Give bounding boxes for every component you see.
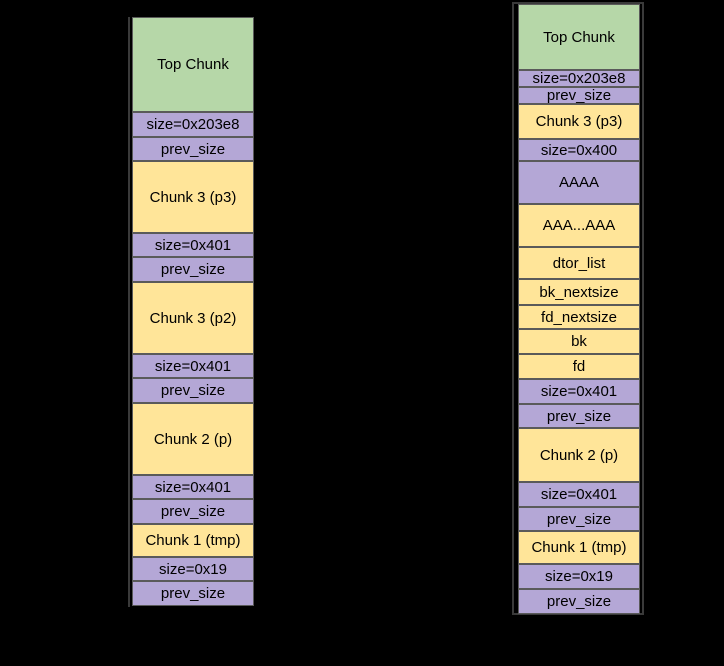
chunk-block-label: AAAA bbox=[558, 174, 600, 191]
chunk-block-label: prev_size bbox=[546, 593, 612, 610]
chunk-block-label: Chunk 1 (tmp) bbox=[531, 539, 627, 556]
chunk-block-label: Chunk 3 (p3) bbox=[535, 113, 623, 130]
chunk-block-label: prev_size bbox=[160, 382, 226, 399]
chunk-block-chunk-2-p: Chunk 2 (p) bbox=[518, 428, 640, 482]
chunk-block-size-0x400: size=0x400 bbox=[518, 139, 640, 161]
chunk-block-fd-nextsize: fd_nextsize bbox=[518, 305, 640, 329]
chunk-block-prev-size: prev_size bbox=[518, 87, 640, 104]
chunk-block-label: size=0x401 bbox=[540, 383, 618, 400]
chunk-block-prev-size: prev_size bbox=[132, 378, 254, 403]
chunk-block-label: size=0x203e8 bbox=[146, 116, 240, 133]
chunk-block-label: fd_nextsize bbox=[541, 308, 617, 326]
chunk-block-top-chunk: Top Chunk bbox=[132, 17, 254, 112]
chunk-block-label: Chunk 3 (p2) bbox=[149, 309, 237, 327]
chunk-block-size-0x203e8: size=0x203e8 bbox=[132, 112, 254, 137]
chunk-block-chunk-1-tmp: Chunk 1 (tmp) bbox=[518, 531, 640, 564]
chunk-block-label: size=0x401 bbox=[154, 357, 232, 375]
chunk-block-chunk-1-tmp: Chunk 1 (tmp) bbox=[132, 524, 254, 557]
chunk-block-size-0x203e8: size=0x203e8 bbox=[518, 70, 640, 87]
chunk-block-label: dtor_list bbox=[552, 254, 606, 272]
chunk-block-label: bk bbox=[571, 333, 587, 350]
chunk-block-size-0x19: size=0x19 bbox=[132, 557, 254, 581]
chunk-block-prev-size: prev_size bbox=[132, 257, 254, 282]
chunk-block-chunk-3-p3: Chunk 3 (p3) bbox=[518, 104, 640, 139]
chunk-block-label: prev_size bbox=[546, 510, 612, 528]
chunk-block-label: size=0x203e8 bbox=[532, 70, 626, 87]
chunk-block-label: AAA...AAA bbox=[542, 217, 616, 234]
chunk-block-fd: fd bbox=[518, 354, 640, 379]
chunk-block-label: Chunk 2 (p) bbox=[539, 446, 619, 464]
chunk-block-size-0x19: size=0x19 bbox=[518, 564, 640, 589]
chunk-block-label: Chunk 1 (tmp) bbox=[145, 532, 241, 549]
chunk-block-label: Chunk 2 (p) bbox=[153, 430, 233, 448]
chunk-block-label: prev_size bbox=[160, 503, 226, 520]
chunk-block-bk-nextsize: bk_nextsize bbox=[518, 279, 640, 305]
chunk-block-label: size=0x401 bbox=[154, 478, 232, 496]
chunk-block-label: prev_size bbox=[160, 585, 226, 602]
chunk-block-label: fd bbox=[572, 358, 586, 375]
chunk-block-dtor-list: dtor_list bbox=[518, 247, 640, 279]
chunk-block-chunk-3-p2: Chunk 3 (p2) bbox=[132, 282, 254, 354]
chunk-block-label: prev_size bbox=[160, 140, 226, 158]
chunk-block-size-0x401: size=0x401 bbox=[132, 475, 254, 499]
chunk-block-label: size=0x19 bbox=[159, 560, 227, 578]
chunk-block-size-0x401: size=0x401 bbox=[518, 379, 640, 404]
chunk-block-prev-size: prev_size bbox=[132, 137, 254, 161]
chunk-block-prev-size: prev_size bbox=[518, 507, 640, 531]
chunk-block-prev-size: prev_size bbox=[132, 581, 254, 606]
chunk-block-bk: bk bbox=[518, 329, 640, 354]
chunk-block-label: Chunk 3 (p3) bbox=[149, 188, 237, 206]
chunk-block-label: bk_nextsize bbox=[539, 283, 619, 301]
chunk-block-label: size=0x401 bbox=[540, 486, 618, 503]
chunk-block-size-0x401: size=0x401 bbox=[132, 354, 254, 378]
chunk-block-prev-size: prev_size bbox=[518, 404, 640, 428]
chunk-block-top-chunk: Top Chunk bbox=[518, 4, 640, 70]
chunk-block-aaa-aaa: AAA...AAA bbox=[518, 204, 640, 247]
chunk-block-label: Top Chunk bbox=[157, 56, 229, 73]
chunk-block-label: prev_size bbox=[160, 261, 226, 278]
chunk-block-prev-size: prev_size bbox=[132, 499, 254, 524]
chunk-block-label: size=0x401 bbox=[154, 236, 232, 254]
chunk-block-chunk-2-p: Chunk 2 (p) bbox=[132, 403, 254, 475]
chunk-block-label: prev_size bbox=[546, 407, 612, 425]
chunk-block-chunk-3-p3: Chunk 3 (p3) bbox=[132, 161, 254, 233]
chunk-block-prev-size: prev_size bbox=[518, 589, 640, 614]
chunk-block-aaaa: AAAA bbox=[518, 161, 640, 204]
chunk-block-size-0x401: size=0x401 bbox=[132, 233, 254, 257]
chunk-block-label: prev_size bbox=[546, 87, 612, 104]
chunk-block-label: size=0x19 bbox=[545, 568, 613, 585]
chunk-block-label: Top Chunk bbox=[543, 28, 615, 46]
chunk-block-size-0x401: size=0x401 bbox=[518, 482, 640, 507]
chunk-block-label: size=0x400 bbox=[540, 141, 618, 159]
